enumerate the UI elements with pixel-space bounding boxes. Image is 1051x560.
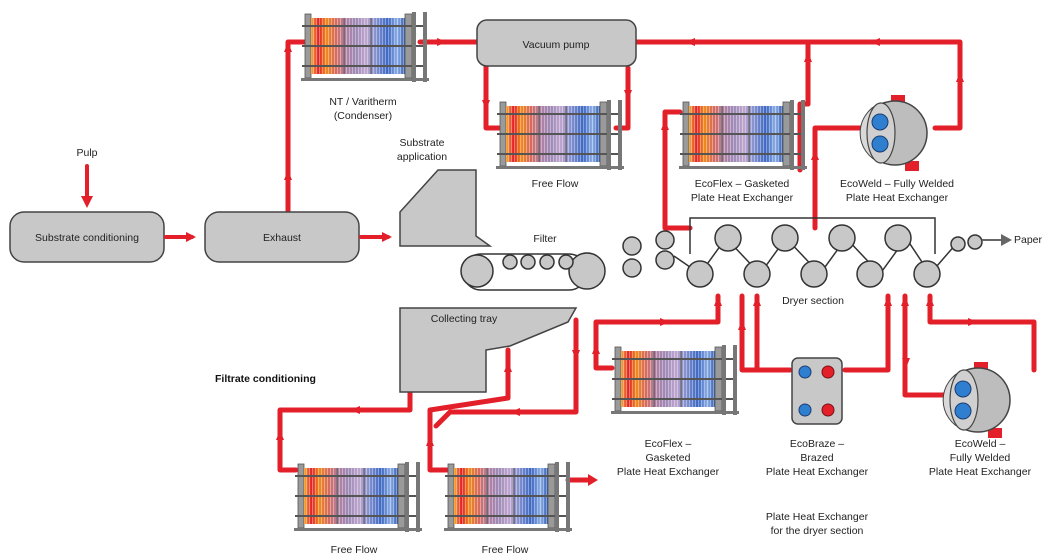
substrate-application-label-1: Substrate [400,137,445,149]
filter-label: Filter [533,233,557,245]
ecoweld-bottom-label-1: EcoWeld – [955,438,1006,450]
ecoflex-bottom-label-1: EcoFlex – [645,438,692,450]
free-flow-top-phe [495,99,625,171]
vacuum-pump-label: Vacuum pump [523,39,590,51]
ecobraze-exchanger [791,357,843,425]
headbox [399,169,493,247]
top-flow-arrows [284,38,964,180]
nt-varitherm-condenser-phe [300,11,430,83]
free-flow-top-label: Free Flow [532,178,579,190]
substrate-application-label-2: application [397,151,447,163]
nt-condenser-label-2: (Condenser) [334,110,392,122]
collecting-tray [399,307,578,393]
pulp-label: Pulp [76,147,97,159]
bottom-flow-arrows [276,296,978,486]
ecoweld-bottom-label-2: Fully Welded [950,452,1011,464]
dryer-section-label: Dryer section [782,295,844,307]
free-flow-bottom-left-phe [293,461,423,533]
ecobraze-label-1: EcoBraze – [790,438,844,450]
ecoflex-bottom-label-2: Gasketed [646,452,691,464]
vacuum-pump [476,19,637,67]
dryer-phe-label-1: Plate Heat Exchanger [766,511,869,523]
pulp-arrow-icon [81,196,93,208]
ecoweld-top-label-1: EcoWeld – Fully Welded [840,178,954,190]
ecoflex-bottom-phe [610,344,740,416]
substrate-conditioning-label: Substrate conditioning [35,232,139,244]
ecoweld-bottom-exchanger [942,361,1011,439]
ecoweld-top-label-2: Plate Heat Exchanger [846,192,949,204]
ecoflex-top-phe [678,99,808,171]
ecoweld-top-exchanger [859,94,928,172]
flow-arrow-icon [186,232,196,242]
filter-wire-section [460,230,675,291]
free-flow-bottom-left-label: Free Flow [331,544,378,556]
nt-condenser-label-1: NT / Varitherm [329,96,397,108]
ecoflex-bottom-label-3: Plate Heat Exchanger [617,466,720,478]
paper-label: Paper [1014,234,1043,246]
dryer-phe-label-2: for the dryer section [771,525,864,537]
exhaust-label: Exhaust [263,232,301,244]
collecting-tray-label: Collecting tray [431,313,498,325]
ecoflex-top-label-1: EcoFlex – Gasketed [695,178,790,190]
free-flow-bottom-right-label: Free Flow [482,544,529,556]
ecoweld-bottom-label-3: Plate Heat Exchanger [929,466,1032,478]
ecoflex-top-label-2: Plate Heat Exchanger [691,192,794,204]
dryer-section [673,217,1012,288]
filtrate-conditioning-label: Filtrate conditioning [215,373,316,385]
ecobraze-label-3: Plate Heat Exchanger [766,466,869,478]
flow-arrow-icon [382,232,392,242]
free-flow-bottom-right-phe [443,461,573,533]
ecobraze-label-2: Brazed [800,452,833,464]
